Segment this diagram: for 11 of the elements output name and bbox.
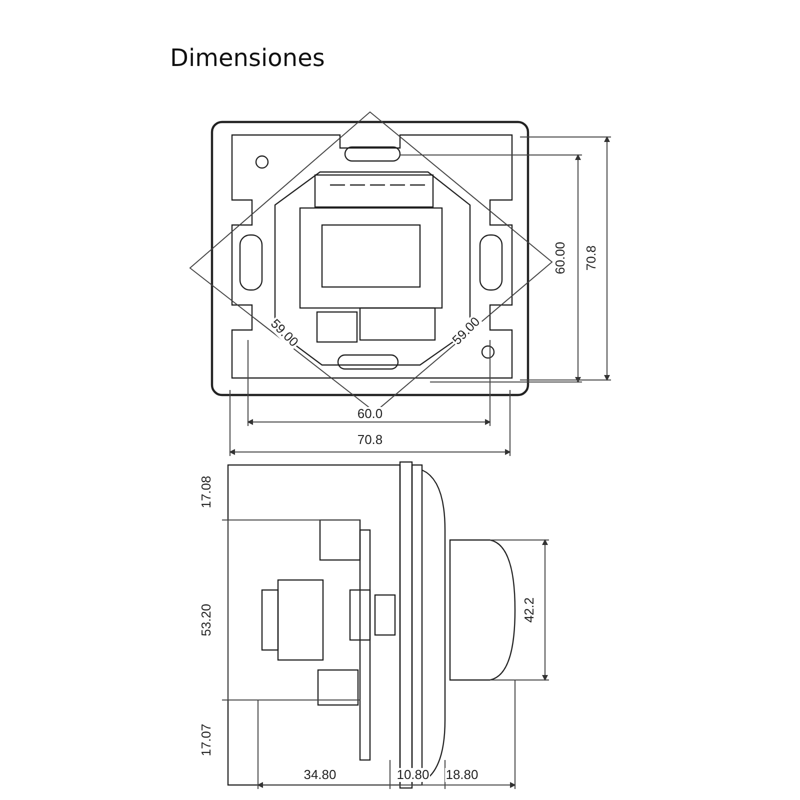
dimension-label: 60.00: [553, 240, 567, 276]
dimension-label: 60.0: [356, 407, 384, 421]
dimension-label: 18.80: [444, 768, 480, 782]
dimension-label: 53.20: [199, 602, 213, 638]
dimension-label: 70.8: [585, 244, 599, 272]
dimension-label: 17.07: [199, 722, 213, 758]
dimension-label: 10.80: [396, 768, 430, 782]
dimension-label: 34.80: [302, 768, 338, 782]
title: Dimensiones: [170, 44, 325, 72]
dimension-label: 17.08: [199, 474, 213, 510]
dimension-label: 70.8: [356, 433, 384, 447]
